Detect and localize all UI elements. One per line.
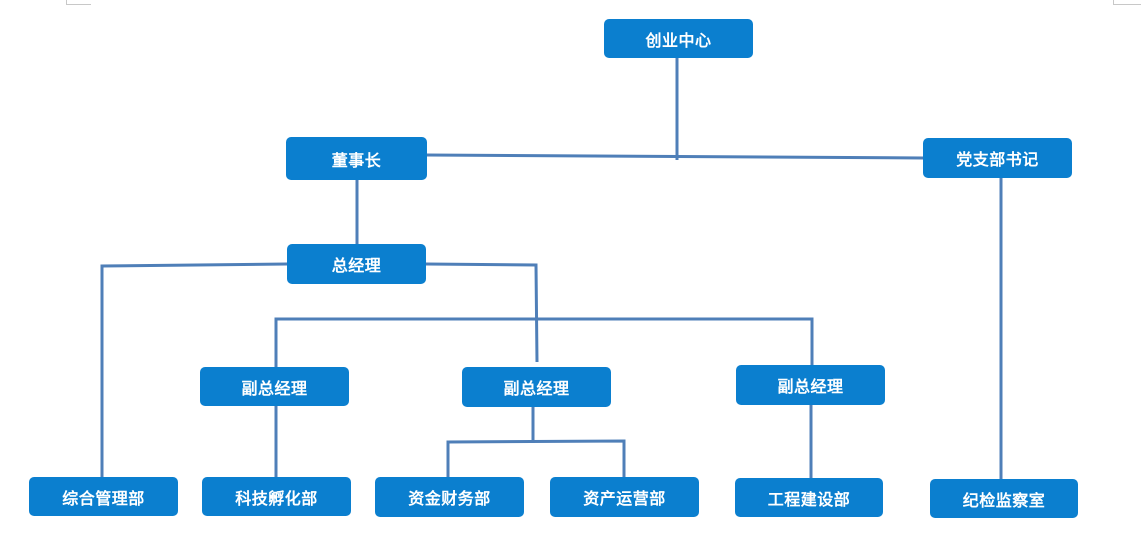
connector-deputies-bus [274, 317, 814, 367]
node-center: 创业中心 [604, 19, 753, 58]
connector-gm-deputy2 [425, 262, 539, 363]
node-admin-dept: 综合管理部 [29, 477, 178, 516]
node-discipline-office: 纪检监察室 [930, 479, 1078, 518]
node-deputy-gm-2: 副总经理 [462, 367, 611, 407]
corner-mark-left [66, 4, 91, 5]
connector-gm-admin [100, 262, 288, 478]
corner-mark-right [1113, 0, 1114, 5]
node-deputy-gm-1: 副总经理 [200, 367, 349, 406]
node-party-secretary: 党支部书记 [923, 138, 1072, 178]
connector-deputy2-branch [446, 439, 626, 478]
node-deputy-gm-3: 副总经理 [736, 365, 885, 405]
node-chairman: 董事长 [286, 137, 427, 180]
node-asset-operation-dept: 资产运营部 [550, 477, 699, 517]
connector-chairman-secretary [425, 153, 924, 160]
node-general-manager: 总经理 [287, 244, 426, 284]
node-construction-dept: 工程建设部 [735, 478, 883, 517]
corner-mark-left [66, 0, 67, 5]
corner-mark-right [1113, 4, 1141, 5]
node-finance-dept: 资金财务部 [375, 477, 524, 517]
node-tech-incubation-dept: 科技孵化部 [202, 477, 351, 516]
